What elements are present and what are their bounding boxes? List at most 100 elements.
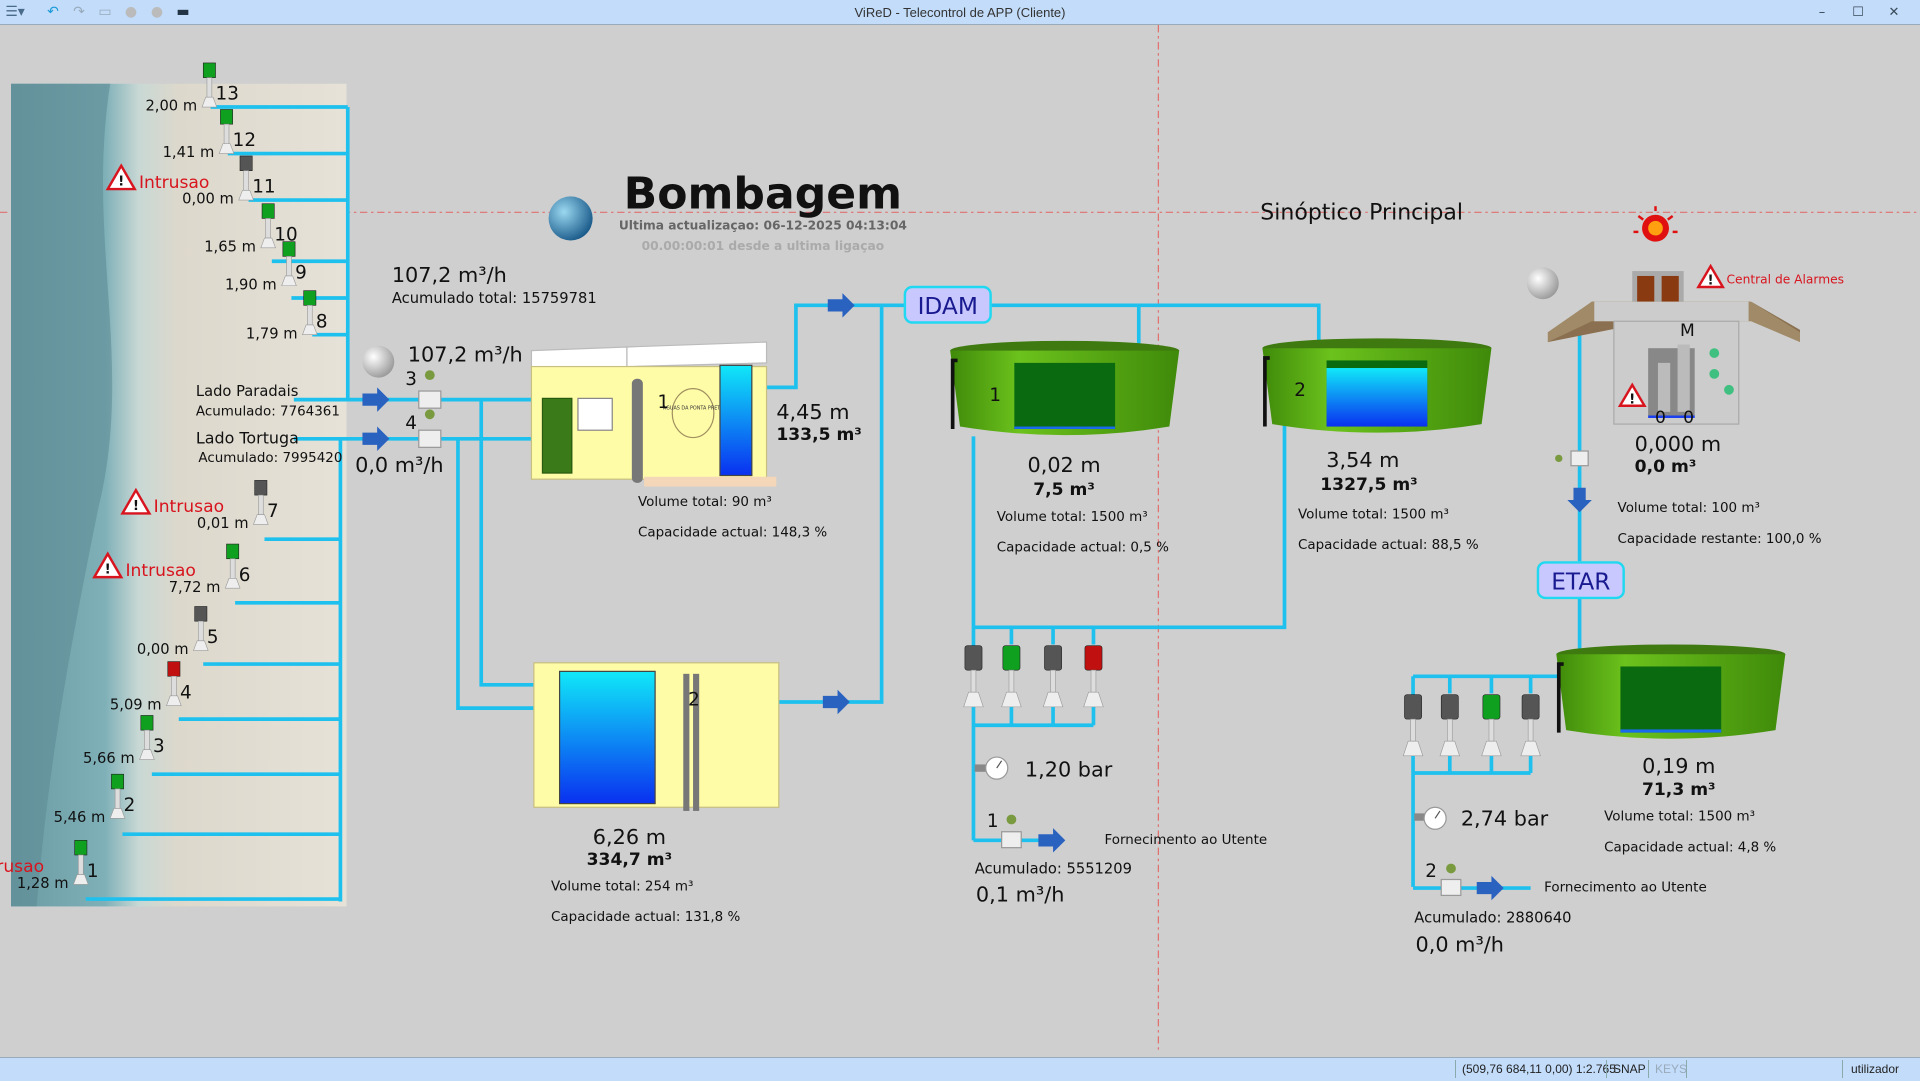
supply-2-pumps [1402, 694, 1541, 757]
tank-1[interactable] [950, 340, 1180, 436]
pump-4[interactable] [1520, 694, 1541, 757]
well-9[interactable]: 91,90 m [225, 241, 307, 294]
svg-text:!: ! [133, 499, 139, 514]
idam-button[interactable]: IDAM [903, 285, 992, 324]
reservoir-1-sign: AGUAS DA PONTA PRETA [663, 405, 724, 411]
well-level: 2,00 m [145, 98, 197, 115]
well-3[interactable]: 35,66 m [83, 715, 165, 767]
well-id: 1 [87, 861, 99, 882]
central-alarms-link[interactable]: Central de Alarmes [1727, 272, 1845, 286]
globe-icon[interactable] [548, 196, 593, 241]
reservoir-2[interactable]: 2 [533, 662, 780, 811]
well-5[interactable]: 50,00 m [137, 606, 219, 658]
well-status-light [202, 62, 216, 78]
total-flow: 107,2 m³/h [392, 263, 507, 287]
well-id: 9 [295, 262, 307, 283]
title-bar: ☰▾ ↶ ↷ ▭ ● ● ▬ ViReD - Telecontrol de AP… [0, 0, 1920, 25]
well-8[interactable]: 81,79 m [246, 290, 328, 343]
tank-3-level: 0,19 m [1642, 754, 1715, 778]
etar-button[interactable]: ETAR [1536, 561, 1625, 600]
flow-meter-3[interactable] [418, 370, 442, 409]
since-last-connection: 00.00:00:01 desde a ultima ligaçao [642, 239, 885, 253]
well-level: 0,00 m [182, 191, 234, 208]
supply-2-destination: Fornecimento ao Utente [1544, 881, 1707, 896]
well-2[interactable]: 2 5,46 m [54, 773, 136, 826]
redo-icon[interactable]: ↷ [73, 4, 85, 20]
pump-4[interactable] [1083, 645, 1104, 708]
flow-arrow-down-icon [1567, 487, 1592, 513]
well-level: 1,65 m [204, 238, 256, 255]
pump-3[interactable] [1481, 694, 1502, 757]
well-level: 1,41 m [163, 144, 215, 161]
side-b-label: Lado Tortuga [196, 429, 299, 448]
tank-1-total: Volume total: 1500 m³ [997, 510, 1148, 525]
globe-icon[interactable] [1526, 267, 1559, 300]
circle-button-icon[interactable]: ● [124, 4, 138, 20]
supply-2-meter-id: 2 [1425, 861, 1437, 882]
document-icon[interactable]: ▭ [98, 4, 112, 20]
flow-meter-1[interactable] [1001, 814, 1022, 849]
wastewater-volume: 0,0 m³ [1635, 457, 1697, 477]
supply-1-pumps [963, 645, 1104, 708]
warning-icon: ! [120, 487, 152, 515]
pump-2[interactable] [1001, 645, 1022, 708]
pump-2[interactable] [1439, 694, 1461, 757]
tank-2[interactable] [1262, 338, 1492, 433]
well-10[interactable]: 101,65 m [204, 203, 298, 256]
globe-icon[interactable] [362, 345, 395, 378]
well-status-light [282, 241, 296, 257]
well-4[interactable]: 45,09 m [110, 661, 192, 714]
pump-3[interactable] [1042, 645, 1064, 708]
pressure-gauge-1-icon [974, 756, 1009, 780]
well-status-light [254, 480, 268, 496]
keys-toggle[interactable]: KEYS [1655, 1062, 1688, 1076]
pump-status-light [1440, 694, 1459, 720]
minimize-button[interactable]: – [1818, 4, 1826, 20]
flow-meter-4[interactable] [418, 409, 442, 448]
maximize-button[interactable]: ☐ [1852, 4, 1864, 20]
close-button[interactable]: ✕ [1888, 4, 1900, 20]
flow-arrow-icon [362, 426, 390, 452]
pump-a-count: 0 [1655, 408, 1666, 428]
well-pump-icon [307, 305, 313, 326]
wastewater-level: 0,000 m [1635, 432, 1721, 456]
tank-water-level [1620, 729, 1722, 733]
reservoir-1-total: Volume total: 90 m³ [638, 495, 772, 510]
pump-1[interactable] [1402, 694, 1424, 757]
well-id: 5 [207, 627, 219, 648]
well-id: 13 [216, 84, 239, 105]
well-level: 5,46 m [54, 809, 106, 826]
wastewater-station[interactable]: M 0 0 [1547, 206, 1800, 428]
menu-icon[interactable]: ☰▾ [5, 4, 25, 20]
reservoir-2-id: 2 [688, 690, 700, 711]
circle-button-icon[interactable]: ● [150, 4, 164, 20]
keyboard-icon[interactable]: ▬ [176, 4, 190, 20]
tank-water-level [1326, 368, 1428, 427]
well-id: 8 [316, 311, 328, 332]
reservoir-1[interactable]: AGUAS DA PONTA PRETA 1 [530, 341, 777, 487]
idam-label: IDAM [918, 293, 978, 320]
svg-text:!: ! [1629, 392, 1635, 407]
well-status-light [111, 773, 124, 790]
tank-3[interactable] [1556, 644, 1786, 739]
well-alarm-label: Intrusao [154, 497, 224, 517]
well-12[interactable]: 121,41 m [163, 109, 256, 161]
well-level: 5,66 m [83, 750, 135, 767]
well-13[interactable]: 13 2,00 m [145, 62, 239, 115]
well-id: 7 [267, 501, 279, 522]
undo-icon[interactable]: ↶ [47, 4, 59, 20]
tank-3-volume: 71,3 m³ [1642, 780, 1716, 800]
pump-1[interactable] [963, 645, 984, 708]
flow-meter-2[interactable] [1440, 863, 1462, 897]
snap-toggle[interactable]: SNAP [1613, 1062, 1646, 1076]
flow-meter-wastewater[interactable] [1555, 450, 1589, 467]
well-status-light [226, 543, 240, 560]
well-id: 4 [180, 682, 192, 703]
well-id: 2 [124, 795, 136, 816]
last-update: Ultima actualizaçao: 06-12-2025 04:13:04 [619, 218, 907, 232]
